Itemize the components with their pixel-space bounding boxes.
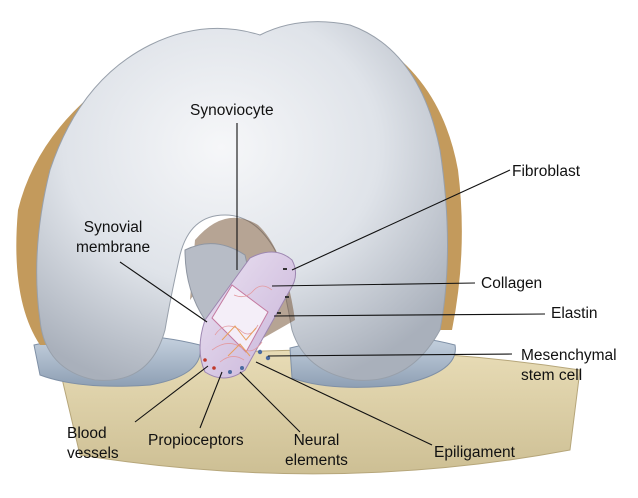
label-propioceptors: Propioceptors bbox=[148, 431, 244, 451]
label-elastin: Elastin bbox=[551, 304, 598, 324]
label-synoviocyte: Synoviocyte bbox=[190, 101, 274, 121]
label-fibroblast: Fibroblast bbox=[512, 162, 580, 182]
label-collagen: Collagen bbox=[481, 274, 542, 294]
label-epiligament: Epiligament bbox=[434, 443, 515, 463]
